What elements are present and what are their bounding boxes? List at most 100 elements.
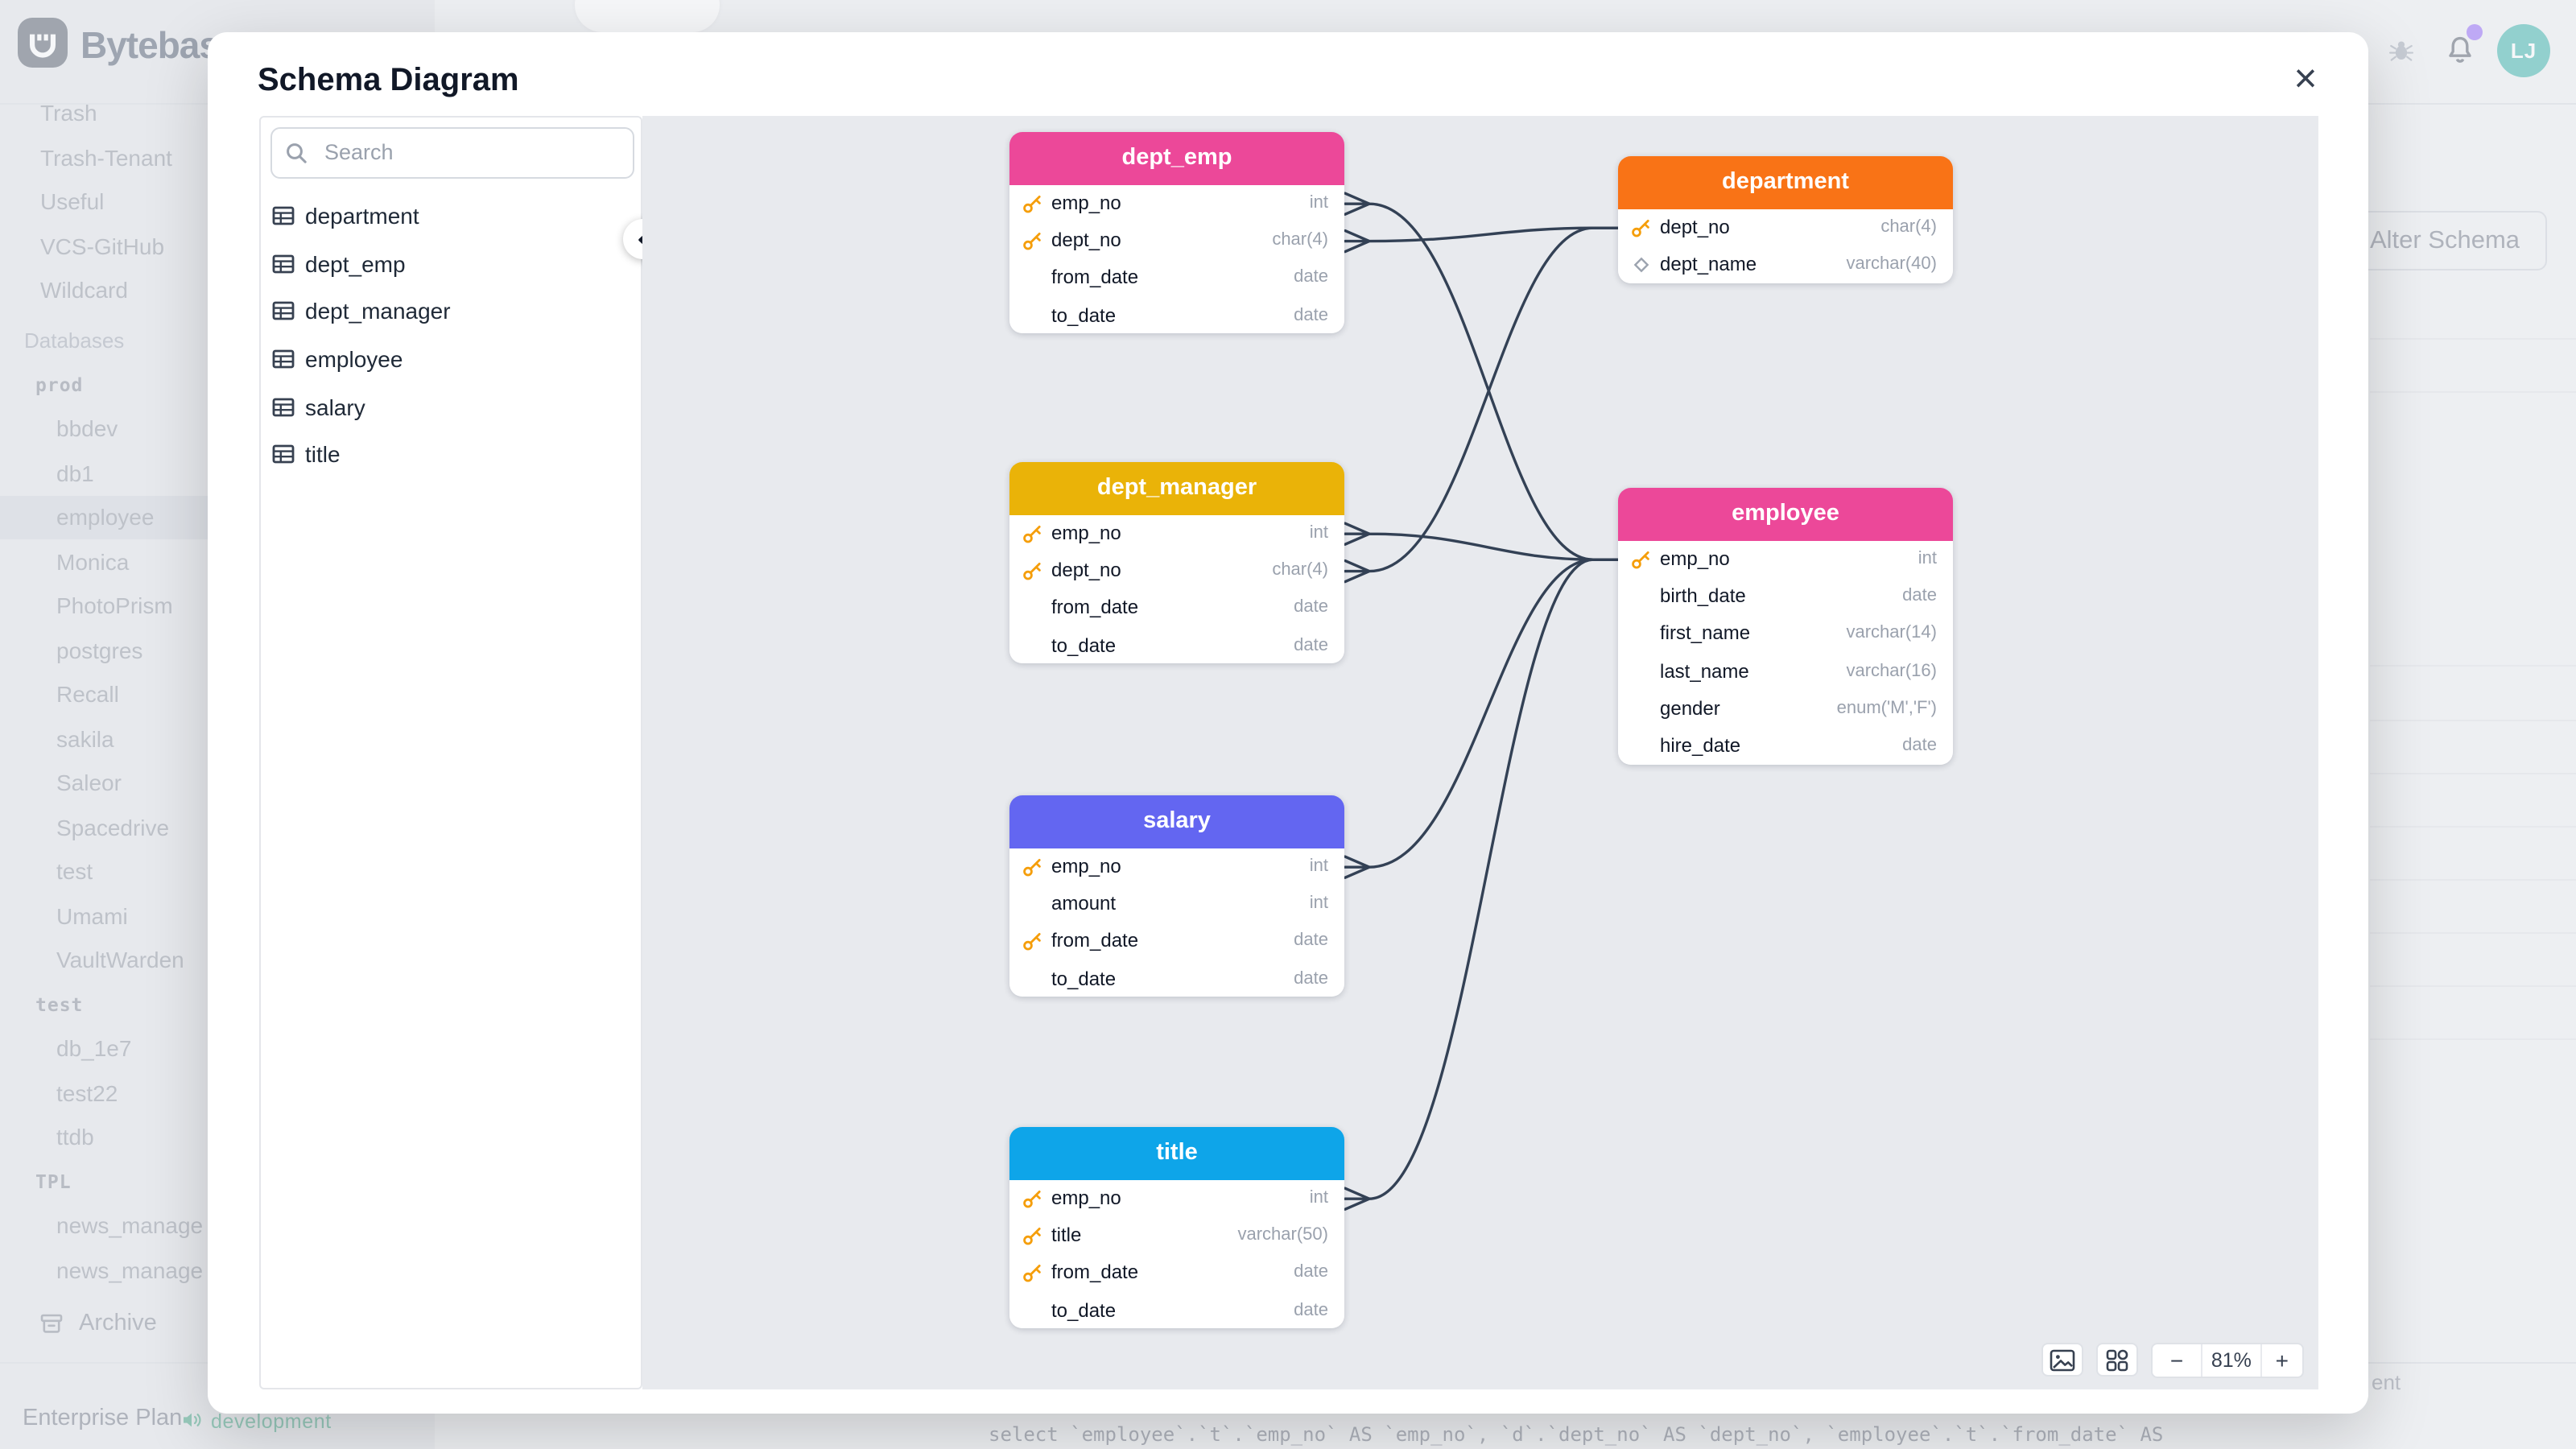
- edge-dept_manager-employee: [1343, 521, 1620, 560]
- table-list-panel: department dept_emp dept_manager employee sa…: [258, 115, 663, 1389]
- field-name: to_date: [1051, 967, 1117, 990]
- zoom-in-button[interactable]: +: [2260, 1344, 2302, 1376]
- table-icon: [271, 302, 294, 321]
- search-input[interactable]: [270, 126, 634, 178]
- table-header: title: [1009, 1127, 1344, 1179]
- table-list-item-salary[interactable]: salary: [260, 383, 640, 431]
- field-type: date: [1294, 968, 1328, 989]
- field-type: varchar(16): [1846, 661, 1938, 681]
- field-row: first_name varchar(14): [1618, 615, 1953, 652]
- field-type: date: [1294, 635, 1328, 655]
- field-name: dept_name: [1660, 253, 1757, 276]
- field-row: dept_no char(4): [1009, 221, 1344, 258]
- table-header: department: [1618, 156, 1953, 208]
- table-list-item-dept_emp[interactable]: dept_emp: [260, 240, 640, 287]
- search-field-wrap: [270, 126, 634, 178]
- field-name: amount: [1051, 892, 1117, 915]
- table-icon: [271, 349, 294, 369]
- field-type: char(4): [1272, 230, 1328, 250]
- table-list-label: salary: [305, 394, 365, 420]
- field-type: varchar(14): [1846, 623, 1938, 643]
- zoom-level: 81%: [2211, 1348, 2252, 1371]
- field-row: to_date date: [1009, 626, 1344, 663]
- primary-key-icon: [1023, 1264, 1041, 1282]
- field-name: from_date: [1051, 266, 1139, 289]
- table-list-item-dept_manager[interactable]: dept_manager: [260, 287, 640, 335]
- index-diamond-icon: [1633, 257, 1649, 272]
- table-list-item-title[interactable]: title: [260, 431, 640, 478]
- schema-diagram-modal: Schema Diagram × departmentdept_empdept_…: [208, 32, 2368, 1414]
- field-name: gender: [1660, 696, 1720, 720]
- primary-key-icon: [1023, 1190, 1041, 1208]
- field-type: int: [1309, 1188, 1328, 1208]
- table-icon: [271, 445, 294, 464]
- table-list-label: dept_emp: [305, 250, 406, 277]
- field-type: date: [1294, 931, 1328, 951]
- table-list-label: employee: [305, 346, 403, 373]
- field-row: to_date date: [1009, 960, 1344, 997]
- field-type: date: [1294, 1262, 1328, 1282]
- field-name: first_name: [1660, 621, 1751, 645]
- table-icon: [271, 397, 294, 416]
- edge-dept_emp-department: [1343, 225, 1620, 253]
- table-list-label: department: [305, 203, 419, 229]
- field-name: emp_no: [1051, 522, 1121, 545]
- field-type: varchar(50): [1237, 1225, 1329, 1245]
- field-type: date: [1902, 586, 1937, 606]
- field-name: dept_no: [1051, 559, 1121, 582]
- field-row: amount int: [1009, 885, 1344, 922]
- field-type: date: [1294, 305, 1328, 325]
- primary-key-icon: [1632, 551, 1649, 568]
- field-name: from_date: [1051, 1261, 1139, 1284]
- field-name: from_date: [1051, 596, 1139, 619]
- grid-2x2-icon: [2106, 1348, 2128, 1371]
- zoom-out-button[interactable]: −: [2153, 1344, 2203, 1376]
- field-name: hire_date: [1660, 734, 1741, 758]
- relationship-edges: [1343, 191, 1620, 1210]
- field-type: int: [1309, 894, 1328, 914]
- field-row: dept_no char(4): [1009, 551, 1344, 588]
- table-list-item-department[interactable]: department: [260, 192, 640, 240]
- table-header: dept_emp: [1009, 132, 1344, 184]
- field-type: char(4): [1272, 560, 1328, 580]
- field-row: to_date date: [1009, 296, 1344, 333]
- table-header: dept_manager: [1009, 462, 1344, 514]
- auto-layout-button[interactable]: [2096, 1343, 2138, 1377]
- diagram-table-dept_emp[interactable]: dept_emp emp_no int dept_no char(4) from_date…: [1009, 132, 1344, 334]
- field-name: emp_no: [1051, 855, 1121, 878]
- field-name: emp_no: [1051, 192, 1121, 215]
- table-list-item-employee[interactable]: employee: [260, 336, 640, 383]
- field-name: dept_no: [1051, 229, 1121, 252]
- primary-key-icon: [1632, 219, 1649, 237]
- image-icon: [2050, 1348, 2075, 1371]
- field-type: int: [1309, 193, 1328, 213]
- field-name: to_date: [1051, 303, 1117, 327]
- table-icon: [271, 207, 294, 225]
- field-type: char(4): [1880, 217, 1937, 237]
- minimap-button[interactable]: [2041, 1343, 2083, 1377]
- field-type: date: [1902, 736, 1937, 756]
- primary-key-icon: [1023, 858, 1041, 876]
- field-type: date: [1294, 597, 1328, 617]
- field-name: to_date: [1051, 634, 1117, 657]
- zoom-control: − 81% +: [2151, 1342, 2304, 1377]
- close-icon[interactable]: ×: [2281, 55, 2330, 103]
- field-name: birth_date: [1660, 584, 1746, 608]
